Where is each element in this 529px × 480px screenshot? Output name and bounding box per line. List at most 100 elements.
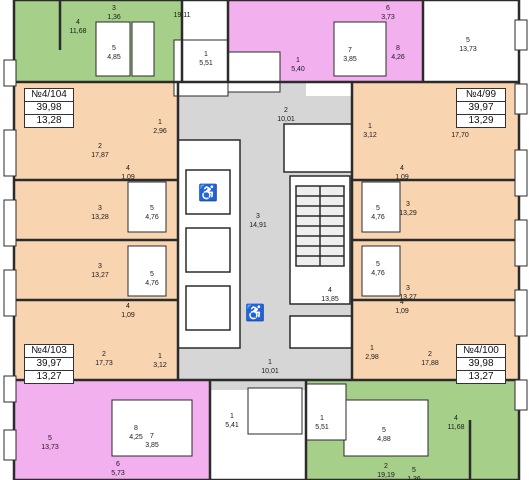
- room-number: 1: [158, 119, 162, 126]
- unit-code: №4/100: [457, 345, 505, 358]
- room-area: 4,88: [377, 436, 391, 443]
- window-right-1: [514, 19, 528, 51]
- room-number: 1: [296, 57, 300, 64]
- room-area: 1,36: [107, 14, 121, 21]
- unit-code: №4/99: [457, 89, 505, 102]
- room-number: 4: [454, 415, 458, 422]
- room-number: 4: [126, 303, 130, 310]
- room-area: 2,96: [153, 128, 167, 135]
- room-area: 3,85: [343, 56, 357, 63]
- room-area: 19,19: [377, 472, 395, 479]
- room-number: 2: [428, 351, 432, 358]
- room-number: 4: [328, 287, 332, 294]
- room-area: 5,41: [225, 422, 239, 429]
- room-number: 1: [368, 123, 372, 130]
- room-area: 17,88: [421, 360, 439, 367]
- bath-bottom-green: [343, 399, 429, 457]
- unit-total-area: 39,98: [25, 102, 73, 115]
- elevator-accessible-icon: ♿: [198, 183, 218, 202]
- elevator-1: [185, 169, 231, 215]
- room-number: 1: [204, 51, 208, 58]
- unit-living-area: 13,28: [36, 115, 62, 126]
- room-number: 4: [76, 19, 80, 26]
- room-area: 11,68: [70, 28, 87, 35]
- window-right-5: [514, 289, 528, 337]
- room-area: 1,09: [121, 174, 135, 181]
- room-number: 7: [348, 47, 352, 54]
- room-number: 1: [268, 359, 272, 366]
- bath-top-left-2: [131, 21, 155, 77]
- room-number: 2: [102, 351, 106, 358]
- core-bottom-room: [289, 315, 353, 349]
- room-number: 5: [466, 37, 470, 44]
- room-number: 3: [406, 201, 410, 208]
- room-number: 3: [98, 263, 102, 270]
- room-area: 3,73: [381, 14, 395, 21]
- bath-bottom-pink: [111, 399, 193, 457]
- elevator-2: [185, 227, 231, 273]
- room-number: 5: [382, 427, 386, 434]
- window-right-4: [514, 219, 528, 267]
- room-labels: 3 1,36 4 11,68 19,11 5 4,85 1 5,51 6 3,73 5 13,73 8 4,…: [41, 5, 477, 480]
- room-area: 5,73: [111, 470, 125, 477]
- window-left-6: [3, 429, 17, 461]
- room-area: 3,12: [363, 132, 377, 139]
- room-area: 17,70: [451, 132, 469, 139]
- window-left-5: [3, 375, 17, 403]
- room-area: 19,11: [174, 12, 191, 19]
- room-number: 5: [376, 261, 380, 268]
- unit-living-area: 13,27: [36, 371, 62, 382]
- room-number: 5: [412, 467, 416, 474]
- unit-total-area: 39,97: [25, 358, 73, 371]
- room-area: 4,76: [371, 214, 385, 221]
- window-left-3: [3, 199, 17, 247]
- room-number: 6: [116, 461, 120, 468]
- room-area: 3,12: [153, 362, 167, 369]
- room-area: 13,28: [91, 214, 109, 221]
- room-area: 4,26: [391, 54, 405, 61]
- window-left-4: [3, 269, 17, 317]
- hall-bottom-green: [305, 383, 347, 441]
- bath-top-pink: [333, 21, 387, 77]
- room-number: 4: [126, 165, 130, 172]
- room-number: 2: [98, 143, 102, 150]
- room-number: 5: [150, 205, 154, 212]
- room-area: 11,68: [448, 424, 465, 431]
- room-number: 6: [386, 5, 390, 12]
- unit-badge-100: №4/100 39,98 13,27: [456, 344, 506, 384]
- unit-badge-103: №4/103 39,97 13,27: [24, 344, 74, 384]
- room-number: 2: [284, 107, 288, 114]
- window-left-2: [3, 129, 17, 177]
- room-area: 4,25: [129, 434, 143, 441]
- unit-total-area: 39,98: [457, 358, 505, 371]
- bath-left-lower: [127, 245, 167, 297]
- unit-living-area: 13,27: [468, 371, 494, 382]
- room-area: 13,73: [459, 46, 477, 53]
- room-area: 1,09: [395, 308, 409, 315]
- room-area: 13,73: [41, 444, 59, 451]
- room-area: 10,01: [277, 116, 295, 123]
- room-area: 17,87: [91, 152, 109, 159]
- room-area: 13,29: [399, 210, 417, 217]
- room-area: 4,85: [107, 54, 121, 61]
- room-area: 13,27: [399, 294, 417, 301]
- room-area: 1,36: [407, 476, 421, 480]
- bath-right-lower: [361, 245, 401, 297]
- room-number: 7: [150, 433, 154, 440]
- room-number: 1: [158, 353, 162, 360]
- unit-code: №4/103: [25, 345, 73, 358]
- unit-living-area: 13,29: [468, 115, 494, 126]
- bath-right-upper: [361, 181, 401, 233]
- bath-top-left: [95, 21, 131, 77]
- room-area: 17,73: [95, 360, 113, 367]
- hall-top-pink: [227, 51, 281, 93]
- window-right-3: [514, 149, 528, 197]
- room-area: 10,01: [261, 368, 279, 375]
- room-number: 5: [150, 271, 154, 278]
- room-number: 8: [134, 425, 138, 432]
- room-area: 5,51: [315, 424, 329, 431]
- core-top-room: [283, 123, 353, 173]
- window-left-1: [3, 59, 17, 87]
- room-number: 3: [406, 285, 410, 292]
